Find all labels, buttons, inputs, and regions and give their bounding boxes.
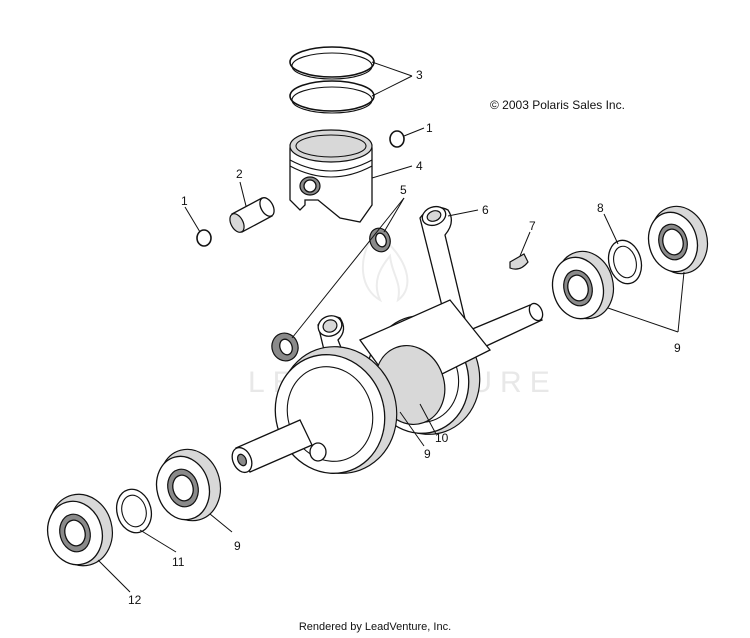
crankshaft-assembly bbox=[231, 205, 544, 474]
callout-2: 2 bbox=[236, 167, 243, 181]
seal-right bbox=[647, 205, 709, 275]
piston bbox=[289, 129, 373, 223]
callout-1-left: 1 bbox=[181, 194, 188, 208]
callout-9-left: 9 bbox=[234, 539, 241, 553]
piston-pin-circlip-left bbox=[196, 229, 212, 247]
main-bearing-right bbox=[551, 250, 615, 320]
callout-9-center: 9 bbox=[424, 447, 431, 461]
piston-pin bbox=[229, 197, 275, 233]
callout-6: 6 bbox=[482, 203, 489, 217]
callout-3: 3 bbox=[416, 68, 423, 82]
callout-8: 8 bbox=[597, 201, 604, 215]
callout-10: 10 bbox=[435, 431, 449, 445]
copyright-notice: © 2003 Polaris Sales Inc. bbox=[490, 98, 625, 112]
rendered-by-footer: Rendered by LeadVenture, Inc. bbox=[298, 621, 452, 633]
callout-7: 7 bbox=[529, 219, 536, 233]
leader-lines bbox=[97, 61, 685, 593]
callout-9-right: 9 bbox=[674, 341, 681, 355]
callout-5: 5 bbox=[400, 183, 407, 197]
piston-pin-circlip-top bbox=[389, 130, 405, 148]
callout-11: 11 bbox=[172, 555, 185, 569]
shim-washer-right bbox=[607, 239, 643, 285]
shim-washer-left bbox=[115, 488, 153, 534]
main-bearing-left bbox=[155, 448, 222, 522]
callout-1-top: 1 bbox=[426, 121, 433, 135]
needle-bearing-lower bbox=[271, 332, 299, 362]
piston-rings bbox=[289, 46, 375, 114]
callout-4: 4 bbox=[416, 159, 423, 173]
seal-left bbox=[46, 493, 113, 567]
woodruff-key bbox=[509, 253, 529, 270]
callout-12: 12 bbox=[128, 593, 142, 607]
